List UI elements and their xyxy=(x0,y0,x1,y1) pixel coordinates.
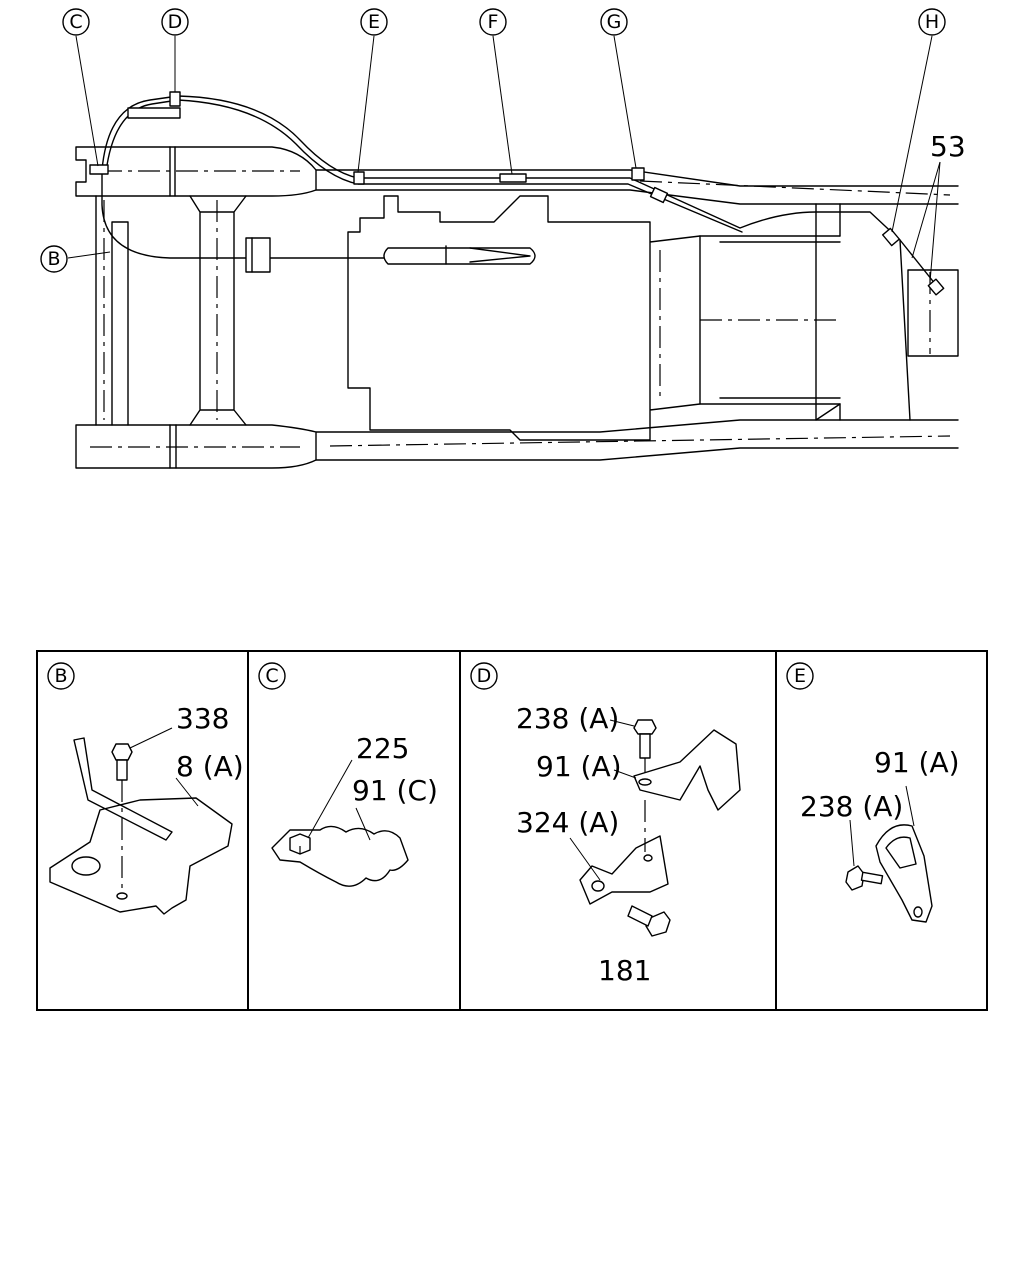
part-53-label: 53 xyxy=(930,130,966,163)
callout-f: F xyxy=(479,8,507,36)
callout-h: H xyxy=(918,8,946,36)
panel-d-bracket-label: 324 (A) xyxy=(516,806,619,839)
panel-b: B 338 8 (A) xyxy=(47,662,244,915)
panel-c-nut-label: 225 xyxy=(356,732,409,765)
panel-d-bolt-bottom-label: 181 xyxy=(598,954,651,987)
bolt-181 xyxy=(645,911,671,937)
cable-upper xyxy=(101,95,941,291)
chassis-view: C D E F G H B 53 xyxy=(40,8,966,469)
callout-e-label: E xyxy=(368,11,380,33)
transmission xyxy=(347,195,841,441)
bracket-8a xyxy=(49,797,233,915)
leader-lines xyxy=(67,35,941,283)
clip-91c xyxy=(271,825,409,887)
callout-g-label: G xyxy=(607,11,622,33)
callout-c: C xyxy=(62,8,90,36)
callout-d: D xyxy=(161,8,189,36)
panel-d-tag: D xyxy=(477,665,492,687)
panel-c-tag: C xyxy=(265,665,278,687)
panel-b-bracket-label: 8 (A) xyxy=(176,750,244,783)
panel-d-bolt-top-label: 238 (A) xyxy=(516,702,619,735)
cross-member xyxy=(189,195,247,426)
panel-e-bolt-label: 238 (A) xyxy=(800,790,903,823)
panel-d: D 238 (A) 91 (A) 324 (A) 181 xyxy=(470,662,741,987)
upper-tank xyxy=(75,146,317,197)
callout-g: G xyxy=(600,8,628,36)
callout-d-label: D xyxy=(168,11,183,33)
panel-c: C 225 91 (C) xyxy=(258,662,438,887)
clip-91a xyxy=(633,729,741,811)
panel-b-bolt-label: 338 xyxy=(176,702,229,735)
bolt-238a-e xyxy=(845,865,865,891)
upper-frame-rail xyxy=(315,169,959,205)
detail-panels: B 338 8 (A) C xyxy=(36,650,988,1011)
bolt-238a-top xyxy=(633,719,657,735)
panel-c-clip-label: 91 (C) xyxy=(352,774,438,807)
callout-c-label: C xyxy=(69,11,82,33)
panel-e-tag: E xyxy=(794,665,806,687)
bolt-338 xyxy=(111,743,133,761)
callout-b: B xyxy=(40,245,68,273)
callout-h-label: H xyxy=(925,11,939,33)
callout-b-label: B xyxy=(47,248,60,270)
panel-e: E 91 (A) 238 (A) xyxy=(786,662,960,923)
panel-d-clip-label: 91 (A) xyxy=(536,750,622,783)
clip-91a-e xyxy=(875,824,933,923)
panel-e-clip-label: 91 (A) xyxy=(874,746,960,779)
callout-e: E xyxy=(360,8,388,36)
panel-b-tag: B xyxy=(54,665,67,687)
callout-f-label: F xyxy=(488,11,499,33)
nut-225 xyxy=(289,833,311,855)
lower-frame-rail xyxy=(315,419,959,461)
cable xyxy=(101,169,391,259)
